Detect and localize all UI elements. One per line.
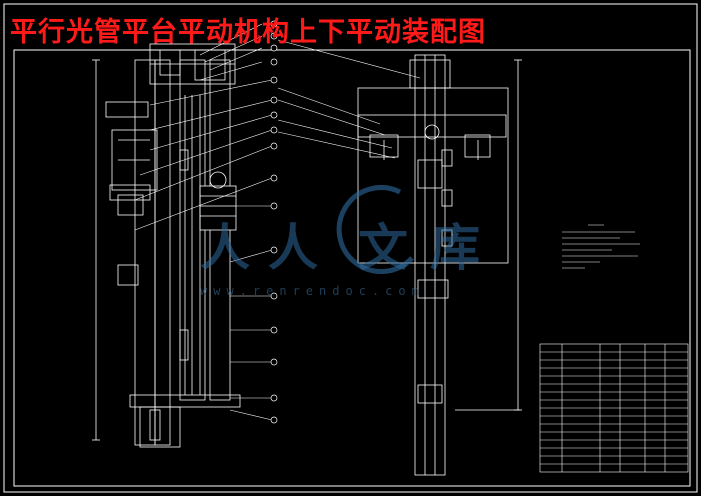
drawing-title: 平行光管平台平动机构上下平动装配图 bbox=[10, 17, 486, 48]
watermark-char-3: 文 bbox=[358, 218, 408, 277]
watermark-logo bbox=[336, 185, 414, 274]
right-view bbox=[357, 54, 522, 476]
parts-list-table bbox=[539, 343, 689, 473]
drawing-frame bbox=[13, 49, 691, 487]
watermark-char-1: 人 bbox=[200, 218, 250, 277]
tech-notes bbox=[562, 224, 640, 269]
part-balloons bbox=[270, 20, 278, 424]
watermark-url: www.renrendoc.com bbox=[200, 284, 425, 298]
watermark-char-4: 库 bbox=[430, 218, 480, 277]
watermark-char-2: 人 bbox=[268, 218, 318, 277]
left-view bbox=[92, 43, 241, 448]
drawing-border bbox=[3, 3, 698, 493]
leader-lines bbox=[134, 23, 421, 421]
